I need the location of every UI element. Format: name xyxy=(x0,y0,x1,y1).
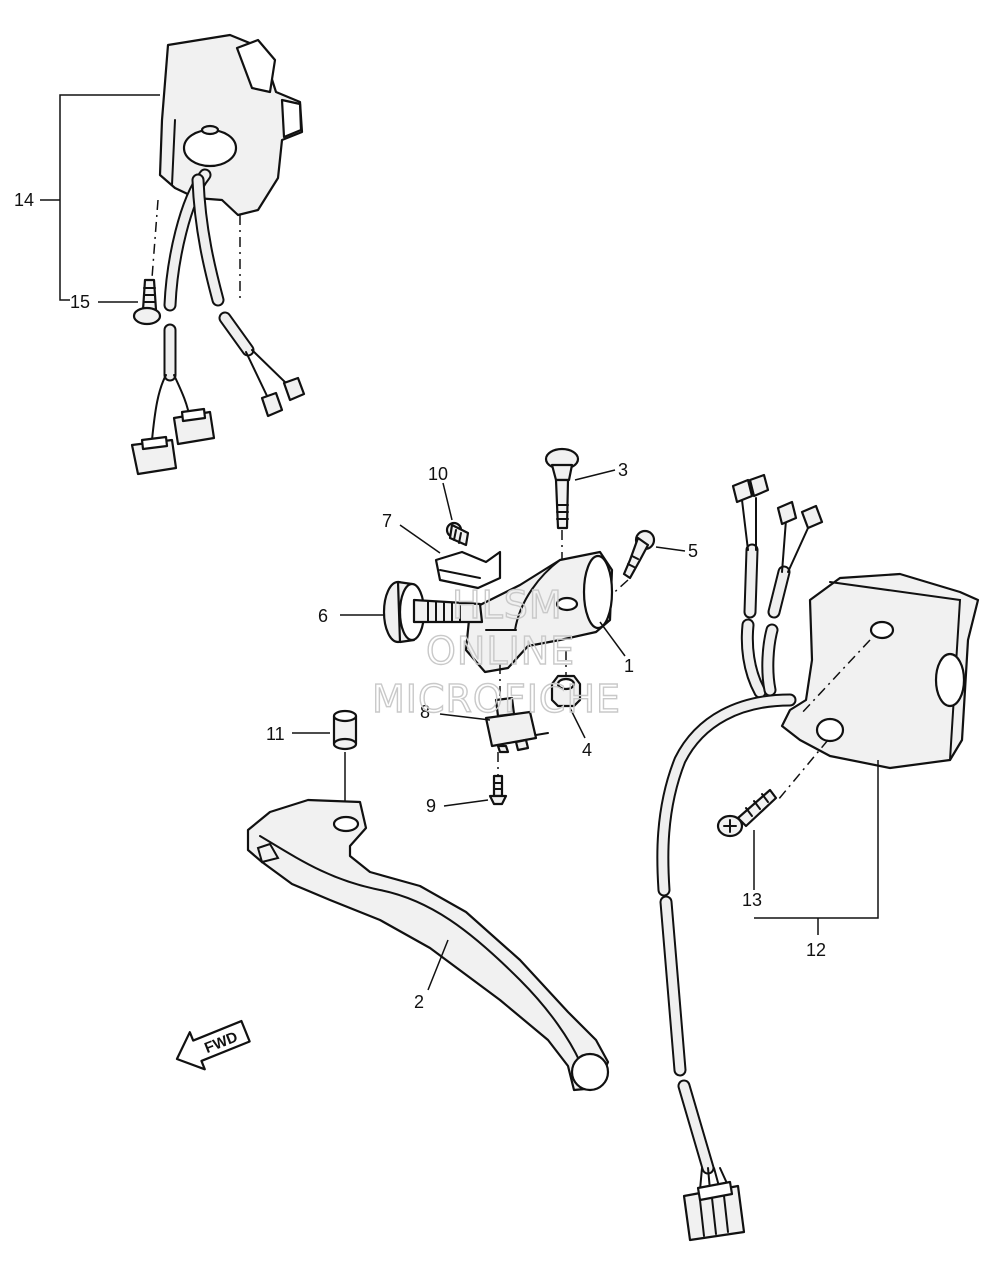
callout-9: 9 xyxy=(426,796,436,816)
screw-15 xyxy=(132,278,162,326)
clip-7 xyxy=(434,550,502,590)
leader-14-bracket xyxy=(40,94,160,301)
right-handlebar-switch xyxy=(656,473,980,1242)
watermark-line-2: ONLINE xyxy=(426,629,575,673)
callout-2: 2 xyxy=(414,992,424,1012)
left-handlebar-switch xyxy=(130,33,306,476)
callout-12: 12 xyxy=(806,940,826,960)
callout-4: 4 xyxy=(582,740,592,760)
leader-1 xyxy=(599,621,626,657)
leader-3 xyxy=(574,469,616,481)
switch-8 xyxy=(484,696,549,754)
lever-holder-1 xyxy=(464,550,614,674)
leader-12-bracket xyxy=(754,760,879,935)
clutch-lever-2 xyxy=(246,798,610,1092)
leader-5 xyxy=(655,546,686,552)
leader-9 xyxy=(443,799,489,807)
screw-5 xyxy=(622,529,656,580)
callout-13: 13 xyxy=(742,890,762,910)
callout-7: 7 xyxy=(382,511,392,531)
callout-5: 5 xyxy=(688,541,698,561)
watermark: HLSM ONLINE MICROFICHE xyxy=(371,582,621,721)
callout-11: 11 xyxy=(266,724,285,744)
leader-4 xyxy=(569,707,586,739)
screw-13 xyxy=(716,788,778,838)
callout-6: 6 xyxy=(318,606,328,626)
callout-1: 1 xyxy=(624,656,634,676)
bolt-3 xyxy=(544,447,580,530)
watermark-line-3: MICROFICHE xyxy=(372,677,621,721)
leader-2 xyxy=(427,939,449,991)
callout-15: 15 xyxy=(70,292,90,312)
adjuster-6 xyxy=(382,580,484,644)
leader-7 xyxy=(399,524,441,554)
forward-direction-arrow: FWD xyxy=(175,1019,251,1071)
screw-9 xyxy=(488,774,508,806)
screw-10 xyxy=(445,521,470,547)
collar-11 xyxy=(332,709,358,751)
callout-8: 8 xyxy=(420,702,430,722)
watermark-line-1: HLSM xyxy=(452,583,563,627)
leader-10 xyxy=(442,482,453,521)
callout-14: 14 xyxy=(14,190,34,210)
leader-8 xyxy=(439,713,491,721)
callout-10: 10 xyxy=(428,464,448,484)
callout-3: 3 xyxy=(618,460,628,480)
nut-4 xyxy=(550,674,582,708)
